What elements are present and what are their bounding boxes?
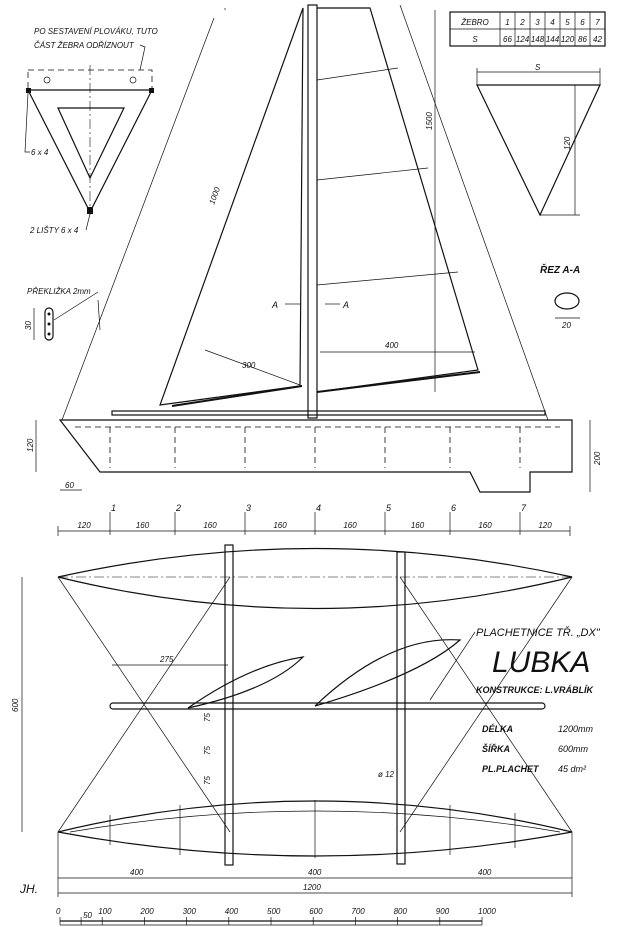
table-cell: 42 <box>593 35 602 44</box>
rib-detail: PO SESTAVENÍ PLOVÁKU, TUTO ČÁST ŽEBRA OD… <box>24 27 158 235</box>
designer: KONSTRUKCE: L.VRÁBLÍK <box>476 685 594 695</box>
spec-label: ŠÍŘKA <box>482 743 510 754</box>
boom-offset-dim: 275 <box>159 655 174 664</box>
section-triangle: S 120 <box>476 63 601 217</box>
scale-label: 50 <box>83 911 92 920</box>
scale-label: 1000 <box>478 907 496 916</box>
station-dimensions: 120 160 160 160 160 160 160 120 1 2 3 4 5 6 7 <box>57 503 571 536</box>
diameter-label: ø 12 <box>378 770 395 779</box>
top-view: 275 600 75 75 75 ø 12 400 400 400 1200 <box>11 544 573 897</box>
station-number: 2 <box>175 503 181 513</box>
station-spacing: 160 <box>411 521 425 530</box>
scale-label: 600 <box>309 907 323 916</box>
station-number: 3 <box>246 503 251 513</box>
section-aa-title: ŘEZ A-A <box>540 263 580 276</box>
jib-luff-dim: 1000 <box>207 185 222 205</box>
total-length-dim: 1200 <box>303 883 321 892</box>
section-marker-right: A <box>342 300 349 310</box>
side-view: 1000 1500 300 400 A A 120 200 60 <box>26 4 602 493</box>
spec-value: 600mm <box>558 744 589 754</box>
hull-height-right: 200 <box>593 451 602 466</box>
plywood-dim: 30 <box>24 321 33 330</box>
rib-table: ŽEBRO S 1 66 2 124 3 148 4 144 5 120 6 86 7 42 <box>449 11 606 47</box>
table-header-cell: 6 <box>580 18 585 27</box>
station-spacing: 160 <box>273 521 287 530</box>
section-width-label: S <box>535 63 541 72</box>
class-line: PLACHETNICE TŘ. „DX" <box>476 626 601 639</box>
spacing-mark-2: 75 <box>203 746 212 755</box>
scale-label: 700 <box>351 907 365 916</box>
section-aa: ŘEZ A-A 20 <box>540 263 580 330</box>
table-cell: 148 <box>531 35 545 44</box>
signature: JH. <box>19 882 38 896</box>
station-spacing: 160 <box>343 521 357 530</box>
station-number: 4 <box>316 503 321 513</box>
title-block: PLACHETNICE TŘ. „DX" LUBKA KONSTRUKCE: L… <box>429 626 601 774</box>
scale-label: 300 <box>183 907 197 916</box>
station-spacing: 160 <box>478 521 492 530</box>
plywood-label: PŘEKLIŽKA 2mm <box>27 287 91 296</box>
dim-400-2: 400 <box>308 868 322 877</box>
spec-label: DÉLKA <box>482 724 513 734</box>
scale-label: 900 <box>436 907 450 916</box>
strips-label: 2 LIŠTY 6 x 4 <box>29 226 79 235</box>
table-header-cell: 4 <box>550 18 555 27</box>
scale-label: 0 <box>56 907 61 916</box>
table-cell: 66 <box>503 35 512 44</box>
scale-label: 100 <box>98 907 112 916</box>
table-header-cell: 2 <box>519 18 525 27</box>
table-header-cell: 3 <box>535 18 540 27</box>
scale-label: 400 <box>225 907 239 916</box>
bow-offset-dim: 60 <box>65 481 74 490</box>
station-spacing: 120 <box>77 521 91 530</box>
spacing-mark-1: 75 <box>203 713 212 722</box>
plywood-detail: PŘEKLIŽKA 2mm 30 <box>24 287 99 341</box>
table-header-cell: 1 <box>505 18 509 27</box>
spec-value: 45 dm² <box>558 764 587 774</box>
dim-400-1: 400 <box>130 868 144 877</box>
boat-name: LUBKA <box>492 646 590 679</box>
rib-note-line2: ČÁST ŽEBRA ODŘÍZNOUT <box>34 41 135 50</box>
table-header-cell: ŽEBRO <box>460 18 489 27</box>
section-marker-left: A <box>271 300 278 310</box>
station-number: 1 <box>111 503 116 513</box>
section-aa-width: 20 <box>561 321 571 330</box>
strip-label: 6 x 4 <box>31 148 49 157</box>
table-cell: 144 <box>546 35 560 44</box>
hull-height-left: 120 <box>26 438 35 452</box>
jib-boom-dim: 300 <box>242 361 256 370</box>
spec-value: 1200mm <box>558 724 594 734</box>
spec-label: PL.PLACHET <box>482 764 540 774</box>
section-height-label: 120 <box>563 136 572 150</box>
station-number: 6 <box>451 503 456 513</box>
scale-label: 500 <box>267 907 281 916</box>
mast-height-dim: 1500 <box>425 112 434 130</box>
scale-bar: 0 50 100 200 300 400 500 600 700 800 900 1000 <box>56 907 496 926</box>
station-spacing: 120 <box>538 521 552 530</box>
table-cell: 120 <box>561 35 575 44</box>
table-cell: 124 <box>516 35 530 44</box>
station-spacing: 160 <box>136 521 150 530</box>
main-boom-dim: 400 <box>385 341 399 350</box>
station-number: 5 <box>386 503 392 513</box>
spacing-mark-3: 75 <box>203 776 212 785</box>
station-spacing: 160 <box>203 521 217 530</box>
dim-400-3: 400 <box>478 868 492 877</box>
scale-label: 200 <box>139 907 154 916</box>
scale-label: 800 <box>394 907 408 916</box>
table-cell: 86 <box>578 35 587 44</box>
rib-note-line1: PO SESTAVENÍ PLOVÁKU, TUTO <box>34 27 158 36</box>
beam-width-dim: 600 <box>11 698 20 712</box>
station-number: 7 <box>521 503 527 513</box>
table-header-cell: 5 <box>565 18 570 27</box>
table-cell: S <box>472 35 478 44</box>
table-header-cell: 7 <box>595 18 600 27</box>
